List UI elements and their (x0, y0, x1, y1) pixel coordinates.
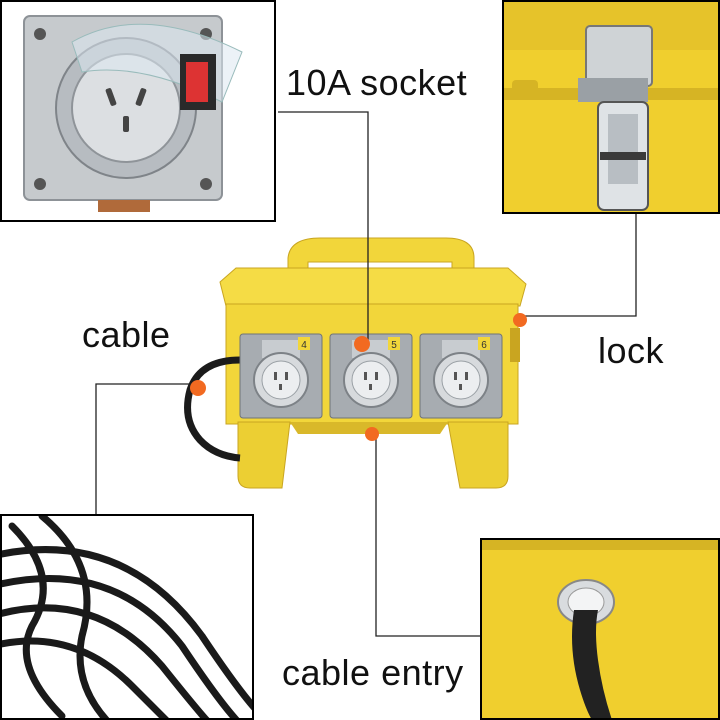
leader-cable (95, 383, 198, 516)
cable-marker-dot (190, 380, 206, 396)
socket-label: 10A socket (286, 62, 468, 103)
leader-socket (278, 111, 369, 344)
lock-closeup-inset (502, 0, 720, 214)
cable-entry-label: cable entry (282, 652, 464, 693)
lock-closeup-image (504, 2, 718, 212)
socket-marker-dot (354, 336, 370, 352)
cable-label: cable (82, 314, 171, 355)
socket-number-1: 4 (301, 340, 307, 351)
cable-entry-marker-dot (365, 427, 379, 441)
socket-panel-1 (239, 333, 323, 419)
socket-closeup-inset (0, 0, 276, 222)
leader-lock (522, 212, 637, 317)
leader-lines (95, 111, 637, 637)
socket-number-2: 5 (391, 340, 397, 351)
cable-entry-closeup-inset (480, 538, 720, 720)
socket-closeup-image (2, 2, 274, 220)
cable-coil-image (2, 516, 252, 718)
socket-panel-2 (329, 333, 413, 419)
socket-number-3: 6 (481, 340, 487, 351)
cable-entry-closeup-image (482, 540, 718, 718)
lock-marker-dot (513, 313, 527, 327)
socket-panel-3 (419, 333, 503, 419)
lock-label: lock (598, 330, 665, 371)
cable-coil-inset (0, 514, 254, 720)
